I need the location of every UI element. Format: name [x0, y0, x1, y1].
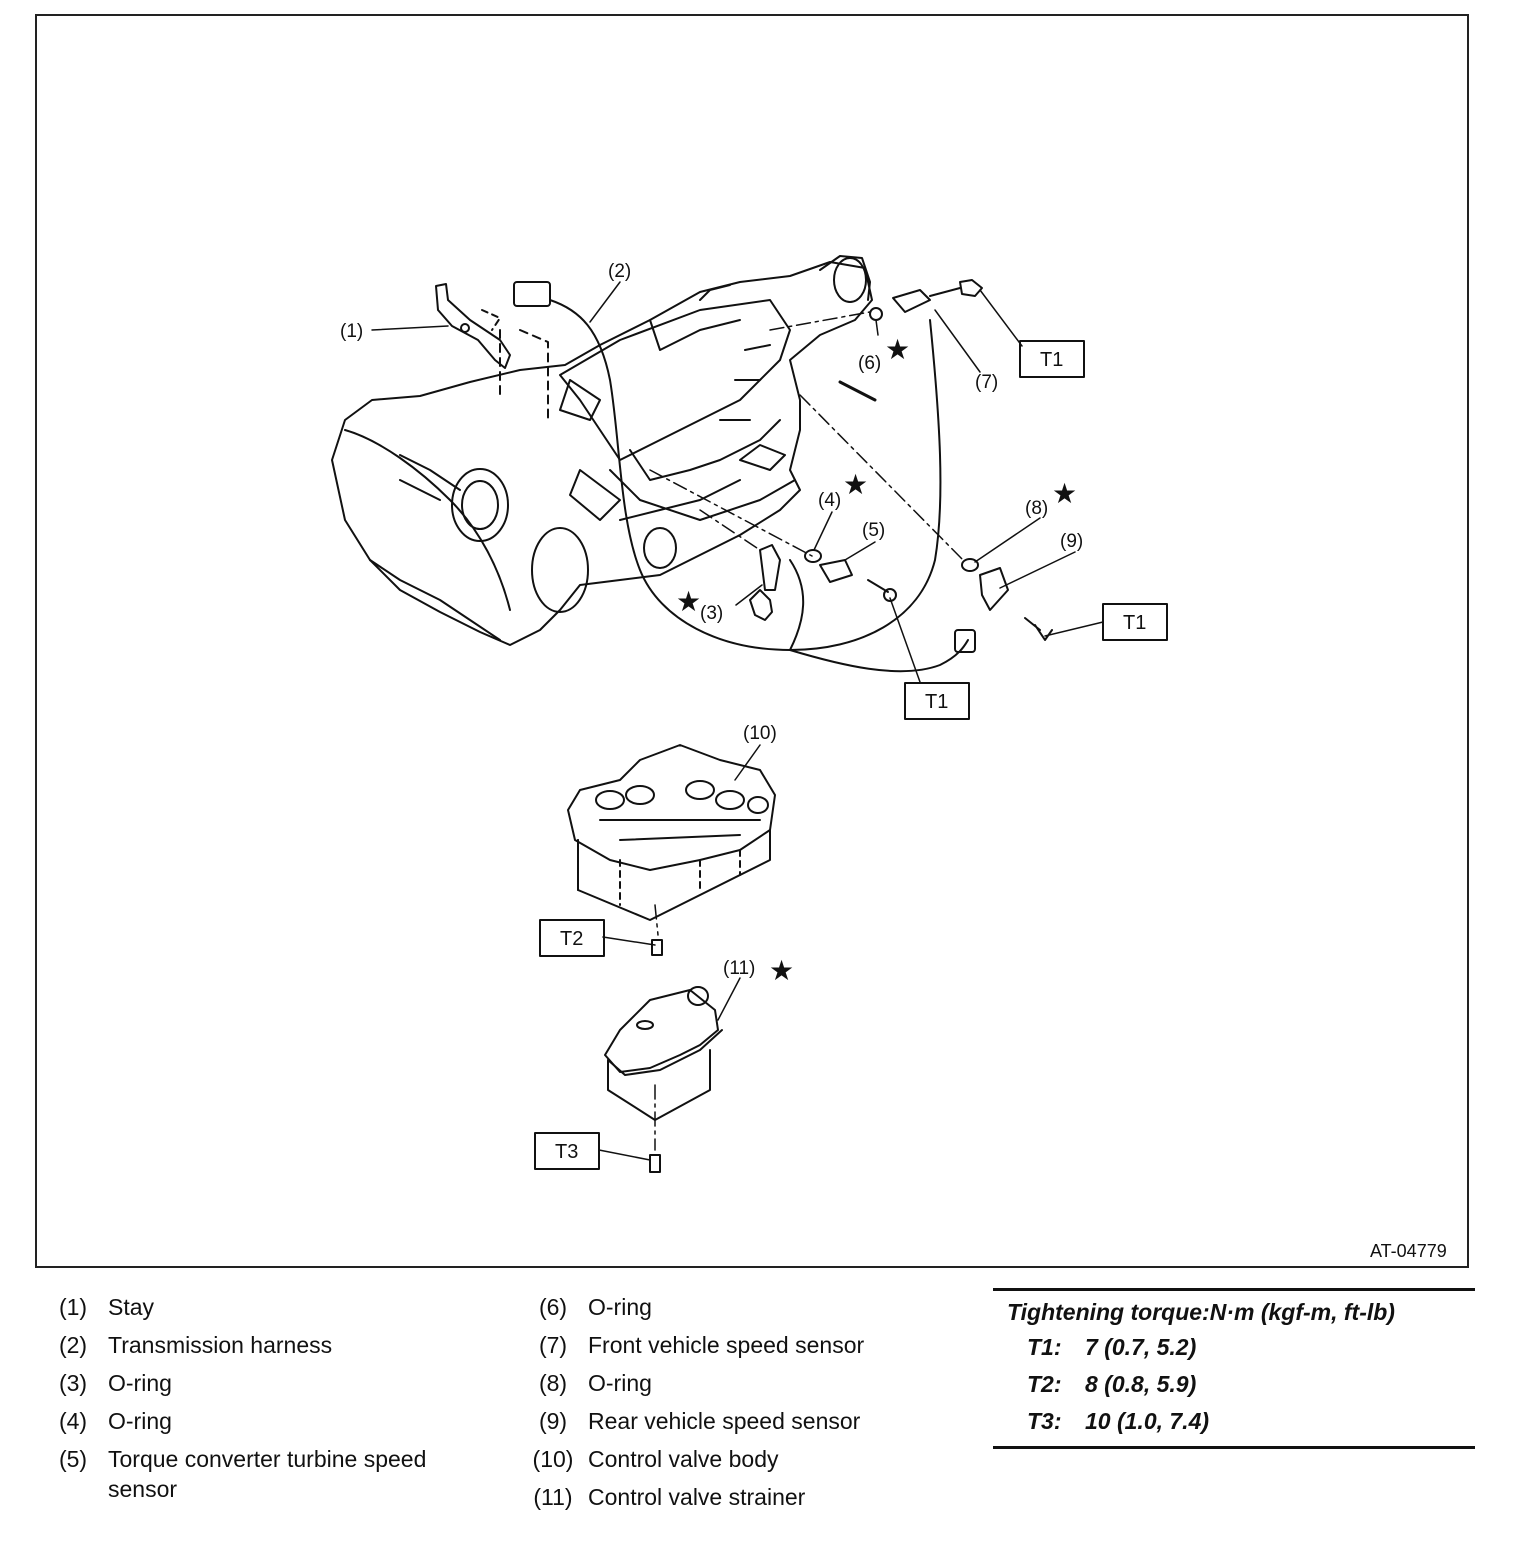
legend-number: (3) — [58, 1370, 88, 1396]
callout-11: (11) — [723, 958, 755, 979]
legend-item: (8) O-ring — [518, 1368, 938, 1398]
transmission-case-drawing — [331, 255, 873, 646]
torque-key: T1: — [1027, 1334, 1062, 1360]
legend-number: (5) — [58, 1446, 88, 1472]
torque-table: Tightening torque:N·m (kgf-m, ft-lb) T1:… — [993, 1288, 1475, 1449]
harness-drawing — [513, 281, 976, 673]
torque-heading: Tightening torque:N·m (kgf-m, ft-lb) — [1007, 1299, 1395, 1325]
legend-label: O-ring — [108, 1370, 172, 1396]
torque-value: 10 (1.0, 7.4) — [1085, 1408, 1210, 1434]
legend-label: Control valve strainer — [588, 1484, 806, 1510]
leader-lines — [371, 281, 1104, 1161]
legend-item: (10) Control valve body — [518, 1444, 938, 1474]
legend-number: (1) — [58, 1294, 88, 1320]
callout-4: (4) — [818, 490, 841, 511]
torque-box-label: T1 — [1040, 349, 1063, 371]
callout-2: (2) — [608, 261, 631, 282]
torque-box-label: T2 — [560, 928, 583, 950]
legend-label: Stay — [108, 1294, 155, 1320]
assembly-lines — [649, 311, 966, 1151]
legend-item: (4) O-ring — [38, 1406, 488, 1436]
torque-box-label: T3 — [555, 1141, 578, 1163]
legend-label: Torque converter turbine speed sensor — [108, 1446, 427, 1502]
legend-item: (9) Rear vehicle speed sensor — [518, 1406, 938, 1436]
legend-item: (1) Stay — [38, 1292, 488, 1322]
figure-frame — [35, 14, 1469, 1268]
callout-9: (9) — [1060, 531, 1083, 552]
legend-label: Control valve body — [588, 1446, 779, 1472]
legend-number: (10) — [532, 1446, 574, 1472]
legend-label: O-ring — [588, 1294, 652, 1320]
legend-item: (7) Front vehicle speed sensor — [518, 1330, 938, 1360]
legend-number: (11) — [533, 1484, 573, 1510]
legend-label: O-ring — [108, 1408, 172, 1434]
star-icon: ★ — [769, 955, 794, 986]
control-valve-body-drawing — [567, 744, 776, 956]
legend-label: Transmission harness — [108, 1332, 333, 1358]
figure-id: AT-04779 — [1370, 1241, 1447, 1261]
torque-box-label: T1 — [1123, 612, 1146, 634]
sensors-drawing — [749, 279, 1053, 641]
torque-row: T2: 8 (0.8, 5.9) — [993, 1366, 1475, 1403]
legend-item: (2) Transmission harness — [38, 1330, 488, 1360]
legend-label: Rear vehicle speed sensor — [588, 1408, 861, 1434]
legend-number: (8) — [538, 1370, 568, 1396]
torque-box-label: T1 — [925, 691, 948, 713]
callout-3: (3) — [700, 603, 723, 624]
legend-number: (2) — [58, 1332, 88, 1358]
legend-label: O-ring — [588, 1370, 652, 1396]
legend-column-2: (6) O-ring (7) Front vehicle speed senso… — [518, 1292, 938, 1520]
stay-drawing — [435, 283, 549, 421]
legend-number: (9) — [538, 1408, 568, 1434]
legend-number: (7) — [538, 1332, 568, 1358]
legend-item: (11) Control valve strainer — [518, 1482, 938, 1512]
torque-key: T3: — [1027, 1408, 1062, 1434]
legend-column-1: (1) Stay (2) Transmission harness (3) O-… — [38, 1292, 488, 1512]
legend-number: (6) — [538, 1294, 568, 1320]
star-icon: ★ — [676, 586, 701, 617]
legend-item: (6) O-ring — [518, 1292, 938, 1322]
legend-item: (5) Torque converter turbine speed senso… — [38, 1444, 488, 1504]
torque-key: T2: — [1027, 1371, 1062, 1397]
legend-item: (3) O-ring — [38, 1368, 488, 1398]
torque-box-shapes — [534, 340, 1168, 1170]
callout-8: (8) — [1025, 498, 1048, 519]
star-icon: ★ — [843, 469, 868, 500]
legend-label: Front vehicle speed sensor — [588, 1332, 865, 1358]
torque-row: T1: 7 (0.7, 5.2) — [993, 1329, 1475, 1366]
callout-1: (1) — [340, 321, 363, 342]
star-icon: ★ — [885, 334, 910, 365]
torque-row: T3: 10 (1.0, 7.4) — [993, 1403, 1475, 1440]
callout-5: (5) — [862, 520, 885, 541]
control-valve-strainer-drawing — [604, 986, 723, 1173]
star-icon: ★ — [1052, 478, 1077, 509]
legend-number: (4) — [58, 1408, 88, 1434]
torque-value: 7 (0.7, 5.2) — [1085, 1334, 1197, 1360]
callout-7: (7) — [975, 372, 998, 393]
callout-6: (6) — [858, 353, 881, 374]
torque-value: 8 (0.8, 5.9) — [1085, 1371, 1197, 1397]
callout-10: (10) — [743, 723, 777, 744]
